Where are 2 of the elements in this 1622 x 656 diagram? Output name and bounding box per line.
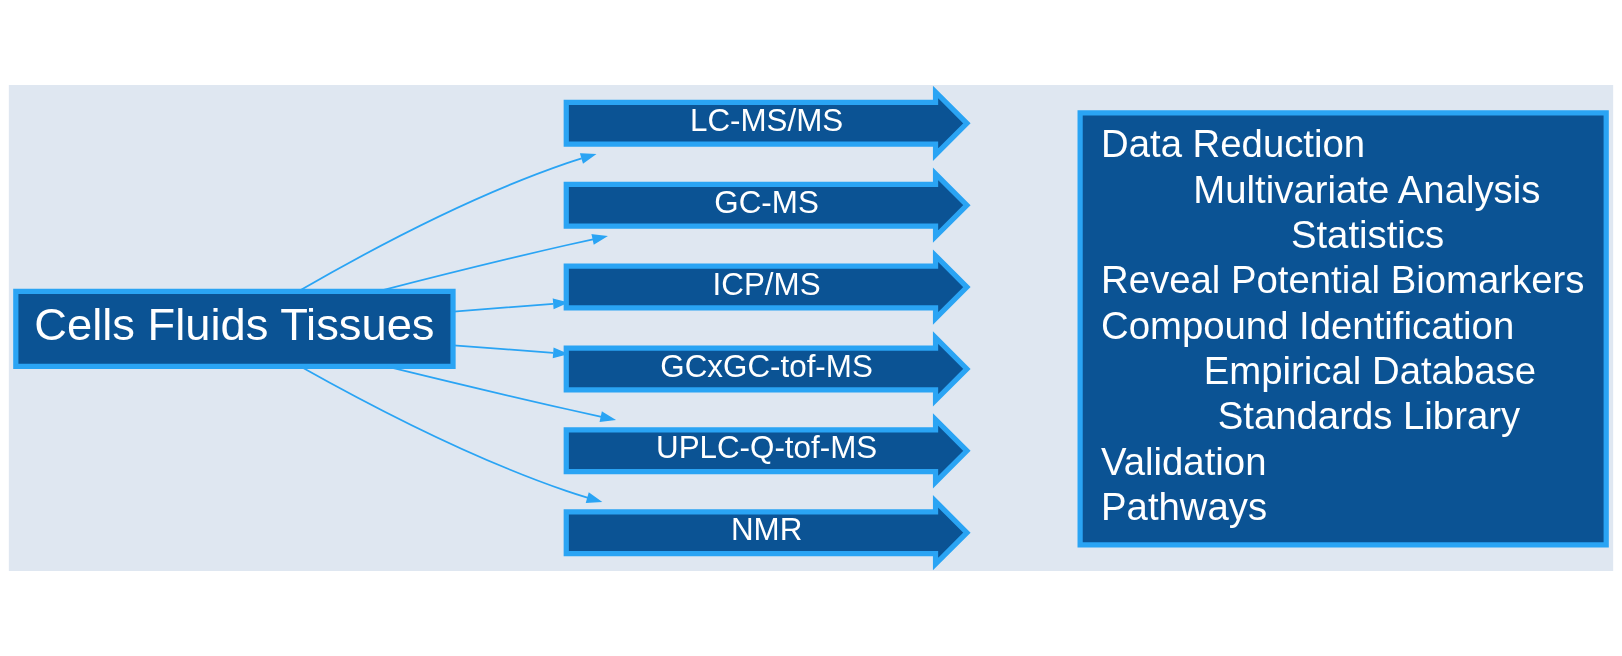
node-box: Cells Fluids Tissues xyxy=(13,288,456,369)
node-box: Data Reduction Multivariate Analysis Statistics Reveal Potential Biomarkers Compound Identification Empirical Database Standards Library Validation Pathways xyxy=(1077,110,1609,548)
